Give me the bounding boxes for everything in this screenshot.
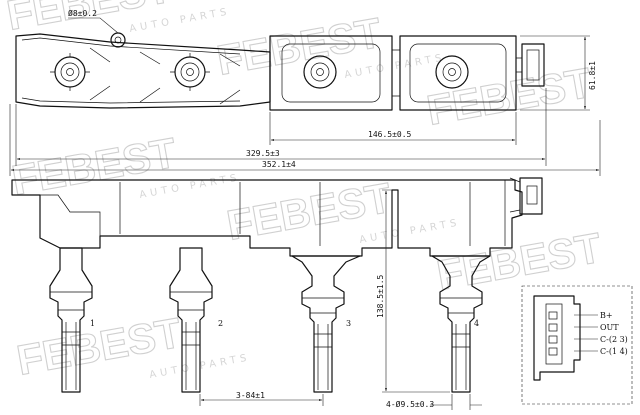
cylinder-label-4: 4 [474, 319, 479, 328]
connector-pinout [521, 285, 633, 405]
dim-coil-pitch-top: 146.5±0.5 [368, 130, 412, 139]
pin-label-b-plus: B+ [600, 311, 613, 320]
side-view [11, 177, 543, 393]
dim-side-height: 138.5±1.5 [376, 274, 385, 318]
boot-3 [291, 255, 361, 393]
dim-body-length: 329.5±3 [246, 149, 280, 158]
pin-label-c-23: C-(2 3) [600, 335, 628, 344]
dim-hole-dia: Ø8±0.2 [68, 8, 97, 18]
dim-tube-dia: 4-Ø9.5±0.3 [386, 399, 434, 409]
connector-top [516, 43, 545, 87]
cylinder-label-3: 3 [346, 319, 351, 328]
watermark-brand: FEBEST [3, 0, 175, 39]
coil-top-3 [303, 55, 337, 89]
boot-4 [431, 255, 491, 393]
boot-1 [49, 247, 93, 393]
cylinder-label-1: 1 [90, 319, 95, 328]
coil-top-2 [170, 53, 210, 91]
watermark-brand: FEBEST [433, 224, 605, 299]
dim-pitch-bottom: 3-84±1 [236, 391, 265, 400]
top-view [15, 32, 545, 111]
dim-overall-length: 352.1±4 [262, 160, 296, 169]
coil-top-4 [435, 55, 469, 89]
coil-top-1 [50, 53, 90, 91]
dim-height: 61.8±1 [588, 61, 597, 90]
boot-2 [169, 247, 213, 393]
cylinder-label-2: 2 [218, 319, 223, 328]
pin-label-c-14: C-(1 4) [600, 347, 628, 356]
pin-label-out: OUT [600, 323, 619, 332]
